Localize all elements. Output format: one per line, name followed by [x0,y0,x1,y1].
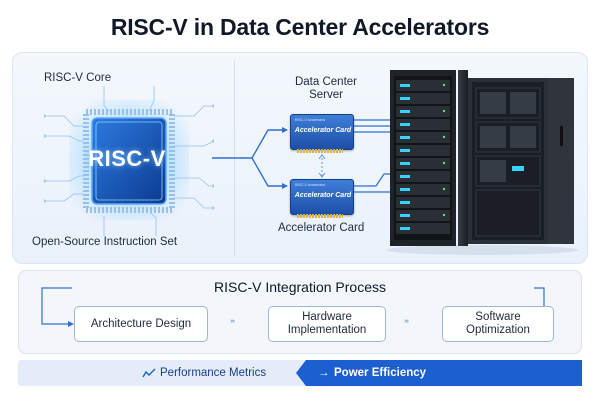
server-label: Data Center Server [294,76,357,101]
core-label: RISC-V Core [44,72,112,84]
step-label: Software Optimization [466,311,530,336]
card-text: Accelerator Card [294,192,352,199]
page-title: RISC-V in Data Center Accelerators [110,14,490,40]
dashed-connector-icon [318,154,326,178]
accelerator-card-bottom: RISC-V Accelerator Accelerator Card [290,179,354,218]
process-return-line [534,287,545,312]
chart-icon [142,368,156,378]
isa-label: Open-Source Instruction Set [32,236,178,248]
card-small-text: RISC-V Accelerator [295,118,326,122]
performance-metrics-bar [18,360,318,386]
card-text: Accelerator Card [294,127,352,134]
accelerator-card-top: RISC-V Accelerator Accelerator Card [290,114,354,153]
accelerator-card-label: Accelerator Card [278,222,365,234]
chip-to-card-connector [212,127,288,189]
process-title: RISC-V Integration Process [214,279,386,295]
step-architecture-design: Architecture Design [74,306,208,342]
risc-v-chip-icon [44,86,214,236]
step-arrow-icon: ››› [230,318,235,325]
card-pins [297,214,343,218]
card-small-text: RISC-V Accelerator [295,183,326,187]
server-rack-icon [386,70,578,255]
step-label: Architecture Design [90,317,192,330]
card-pins [297,149,343,153]
process-loop-arrow [41,287,74,327]
power-efficiency-bar [296,360,582,386]
performance-metrics-label: Performance Metrics [160,367,267,379]
step-hardware-implementation: Hardware Implementation [268,306,386,342]
power-efficiency-label: Power Efficiency [334,367,427,379]
step-arrow-icon: ››› [404,318,409,325]
step-software-optimization: Software Optimization [442,306,554,342]
step-label: Hardware Implementation [287,311,367,336]
chip-label: RISC-V [88,146,166,171]
arrow-right-icon: → [318,367,330,379]
